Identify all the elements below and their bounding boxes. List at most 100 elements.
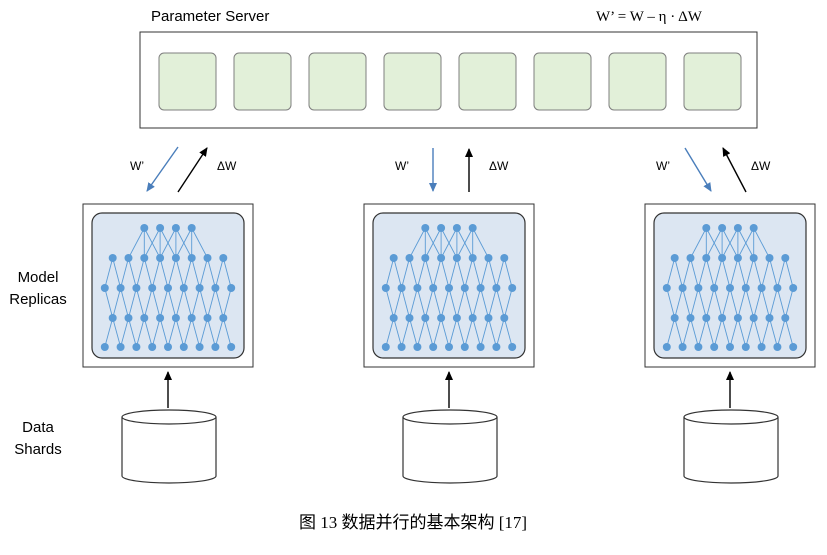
network-edge: [697, 257, 707, 289]
network-node: [484, 254, 493, 262]
network-edge: [721, 287, 731, 319]
network-edge: [393, 287, 403, 319]
gradient-up-label: ΔW: [751, 159, 771, 173]
network-nodes: [100, 224, 236, 351]
network-node: [179, 343, 188, 351]
network-edge: [112, 257, 122, 289]
network-edge: [159, 227, 177, 259]
network-node: [460, 343, 469, 351]
network-edge: [666, 257, 676, 289]
network-node: [203, 314, 212, 322]
network-edge: [745, 287, 755, 319]
network-edge: [456, 227, 474, 259]
network-edge: [424, 287, 434, 319]
network-node: [670, 254, 679, 262]
network-edge: [385, 287, 395, 319]
network-edge: [761, 317, 770, 348]
network-edge: [135, 287, 145, 319]
network-edge: [784, 317, 794, 348]
network-edge: [175, 227, 193, 259]
network-edge: [207, 257, 216, 289]
network-edge: [424, 317, 434, 348]
network-node: [140, 224, 149, 232]
network-node: [421, 224, 430, 232]
network-node: [749, 254, 758, 262]
network-node: [662, 343, 671, 351]
network-edge: [432, 287, 442, 319]
network-node: [670, 314, 679, 322]
network-edge: [488, 287, 497, 319]
network-edge: [432, 257, 442, 289]
network-edge: [385, 257, 395, 289]
network-node: [164, 284, 172, 292]
network-node: [452, 254, 461, 262]
network-node: [508, 284, 517, 292]
network-node: [108, 314, 117, 322]
network-node: [492, 284, 501, 292]
network-node: [741, 343, 750, 351]
data-shards-label-line2: Shards: [14, 441, 62, 458]
network-edge: [401, 287, 410, 319]
network-node: [702, 254, 711, 262]
network-edges: [666, 227, 794, 348]
network-nodes: [381, 224, 517, 351]
network-edge: [207, 287, 216, 319]
network-edge: [120, 287, 129, 319]
network-edge: [776, 257, 786, 289]
network-edge: [472, 317, 482, 348]
network-edge: [440, 317, 450, 348]
network-edge: [416, 317, 426, 348]
network-node: [468, 224, 477, 232]
network-node: [100, 284, 109, 292]
network-node: [702, 314, 711, 322]
network-edge: [690, 227, 707, 259]
network-node: [460, 284, 469, 292]
network-node: [389, 314, 398, 322]
network-node: [389, 254, 398, 262]
network-edge: [440, 227, 458, 259]
network-node: [757, 343, 766, 351]
network-node: [437, 314, 446, 322]
network-edge: [222, 257, 232, 289]
network-node: [749, 314, 758, 322]
network-node: [789, 343, 798, 351]
network-edge: [167, 317, 177, 348]
network-edge: [690, 257, 699, 289]
model-replica: [644, 203, 816, 368]
network-edge: [737, 257, 747, 289]
network-edge: [183, 257, 193, 289]
network-node: [140, 254, 149, 262]
network-edge: [432, 317, 442, 348]
network-node: [445, 343, 453, 351]
network-edge: [729, 287, 739, 319]
network-edge: [191, 257, 201, 289]
network-node: [171, 314, 180, 322]
network-edge: [424, 257, 434, 289]
data-shard-cylinder: [683, 409, 779, 484]
parameter-shard: [233, 52, 292, 111]
network-edge: [674, 317, 684, 348]
network-node: [381, 284, 390, 292]
network-edge: [159, 317, 169, 348]
network-edge: [690, 317, 699, 348]
network-edge: [143, 287, 153, 319]
network-edge: [222, 317, 232, 348]
network-node: [765, 314, 774, 322]
network-edge: [401, 257, 410, 289]
network-edge: [151, 287, 161, 319]
network-edge: [729, 317, 739, 348]
network-edge: [214, 317, 224, 348]
network-node: [421, 314, 430, 322]
network-edge: [495, 257, 505, 289]
network-node: [211, 343, 220, 351]
network-edge: [776, 317, 786, 348]
network-edge: [721, 227, 739, 259]
network-edge: [784, 257, 794, 289]
model-replicas-label-line2: Replicas: [9, 291, 67, 308]
parameter-shard: [308, 52, 367, 111]
network-edge: [409, 257, 418, 289]
network-edge: [416, 287, 426, 319]
network-edge: [776, 287, 786, 319]
model-replica: [82, 203, 254, 368]
